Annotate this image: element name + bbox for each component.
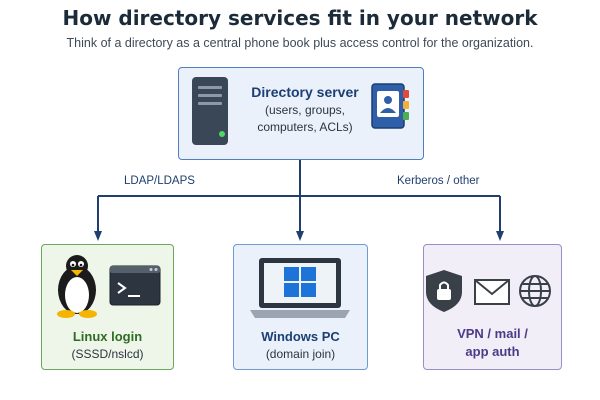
edge-label-ldap: LDAP/LDAPS — [124, 175, 195, 187]
globe-icon — [519, 275, 551, 307]
server-detail-line1: (users, groups, — [264, 103, 346, 117]
windows-pc-subtitle: (domain join) — [265, 347, 336, 361]
linux-login-title: Linux login — [72, 329, 143, 344]
windows-pc-title: Windows PC — [261, 329, 340, 344]
linux-penguin-icon — [57, 255, 97, 318]
terminal-icon — [109, 265, 161, 306]
linux-login-box — [41, 244, 174, 370]
diagram-title: How directory services fit in your netwo… — [62, 6, 538, 30]
address-book-icon — [371, 83, 409, 129]
server-title: Directory server — [251, 84, 359, 100]
vpn-title-line2: app auth — [465, 344, 520, 359]
connector-lines — [94, 160, 504, 241]
server-tower-icon — [192, 77, 228, 145]
vpn-title-line1: VPN / mail / — [457, 326, 528, 341]
laptop-windows-icon — [250, 258, 350, 318]
mail-envelope-icon — [474, 279, 510, 305]
diagram-subtitle: Think of a directory as a central phone … — [66, 36, 534, 50]
linux-login-subtitle: (SSSD/nslcd) — [71, 347, 144, 361]
edge-label-kerberos: Kerberos / other — [397, 175, 480, 187]
server-detail-line2: computers, ACLs) — [257, 120, 353, 134]
shield-lock-icon — [426, 270, 462, 312]
